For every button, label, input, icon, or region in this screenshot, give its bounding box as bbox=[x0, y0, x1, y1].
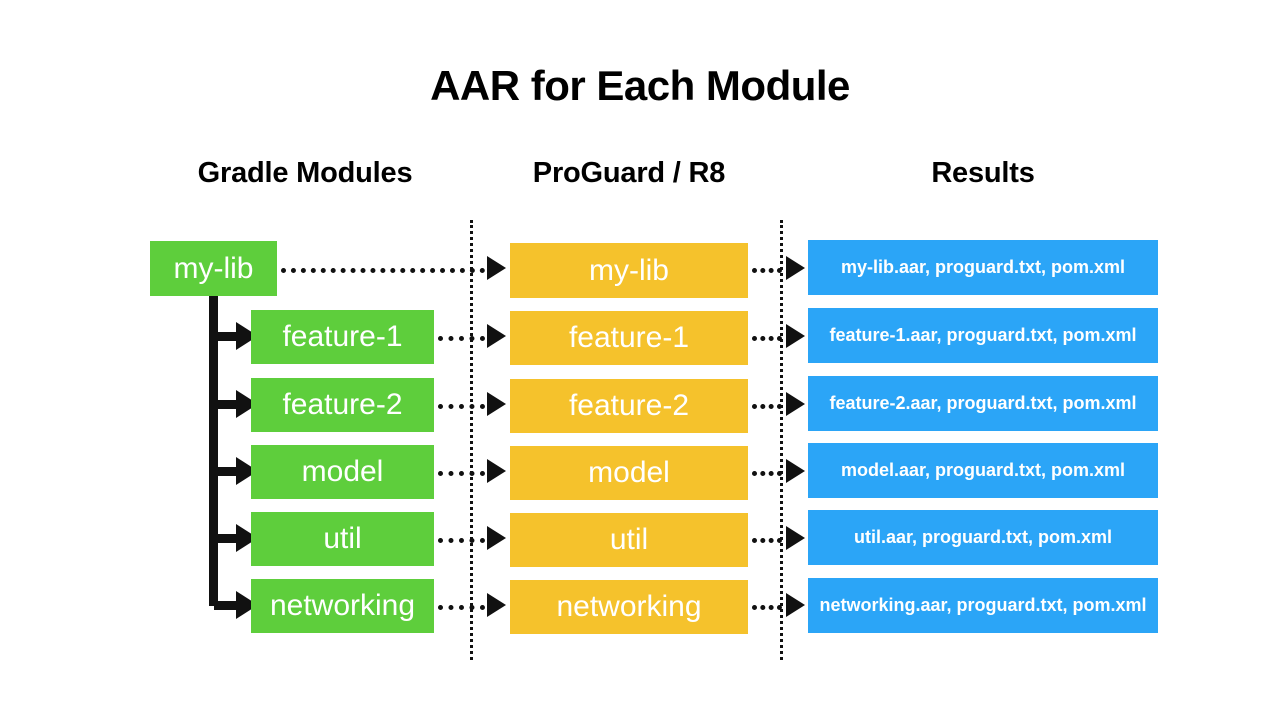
proguard-box-util[interactable]: util bbox=[510, 513, 748, 567]
proguard-box-my-lib[interactable]: my-lib bbox=[510, 243, 748, 298]
connector-arrowhead bbox=[487, 526, 506, 550]
connector-module-to-proguard bbox=[438, 605, 485, 610]
connector-module-to-proguard bbox=[281, 268, 485, 273]
connector-arrowhead bbox=[786, 256, 805, 280]
result-box-label: util.aar, proguard.txt, pom.xml bbox=[853, 527, 1113, 547]
module-box-model[interactable]: model bbox=[251, 445, 434, 499]
connector-arrowhead bbox=[786, 526, 805, 550]
tree-branch-arm bbox=[214, 332, 238, 341]
proguard-box-label: util bbox=[609, 523, 649, 556]
module-box-label: my-lib bbox=[173, 251, 254, 285]
page-title: AAR for Each Module bbox=[430, 62, 850, 109]
connector-proguard-to-result bbox=[752, 471, 782, 476]
connector-module-to-proguard bbox=[438, 538, 485, 543]
proguard-box-networking[interactable]: networking bbox=[510, 580, 748, 634]
connector-proguard-to-result bbox=[752, 268, 782, 273]
connector-arrowhead bbox=[786, 459, 805, 483]
connector-arrowhead bbox=[487, 256, 506, 280]
module-box-networking[interactable]: networking bbox=[251, 579, 434, 633]
connector-arrowhead bbox=[487, 459, 506, 483]
connector-arrowhead bbox=[786, 324, 805, 348]
column-header-gradle-modules: Gradle Modules bbox=[197, 157, 413, 189]
column-divider-left bbox=[470, 220, 473, 660]
proguard-box-label: networking bbox=[556, 590, 702, 623]
proguard-box-model[interactable]: model bbox=[510, 446, 748, 500]
proguard-box-feature-1[interactable]: feature-1 bbox=[510, 311, 748, 365]
result-box-util[interactable]: util.aar, proguard.txt, pom.xml bbox=[808, 510, 1158, 565]
column-divider-right bbox=[780, 220, 783, 660]
proguard-box-label: model bbox=[588, 456, 670, 489]
column-header-results: Results bbox=[931, 157, 1035, 189]
result-box-my-lib[interactable]: my-lib.aar, proguard.txt, pom.xml bbox=[808, 240, 1158, 295]
connector-proguard-to-result bbox=[752, 538, 782, 543]
proguard-box-label: feature-1 bbox=[568, 321, 690, 354]
connector-module-to-proguard bbox=[438, 336, 485, 341]
connector-arrowhead bbox=[487, 392, 506, 416]
result-box-label: feature-1.aar, proguard.txt, pom.xml bbox=[829, 325, 1137, 345]
module-box-label: feature-2 bbox=[282, 388, 403, 421]
connector-module-to-proguard bbox=[438, 404, 485, 409]
connector-arrowhead bbox=[487, 324, 506, 348]
module-box-label: feature-1 bbox=[282, 320, 403, 353]
column-header-proguard-r8: ProGuard / R8 bbox=[532, 157, 726, 189]
module-box-label: networking bbox=[269, 589, 416, 622]
tree-branch-arm bbox=[214, 467, 238, 476]
proguard-box-feature-2[interactable]: feature-2 bbox=[510, 379, 748, 433]
result-box-model[interactable]: model.aar, proguard.txt, pom.xml bbox=[808, 443, 1158, 498]
module-box-label: model bbox=[301, 455, 384, 488]
result-box-feature-1[interactable]: feature-1.aar, proguard.txt, pom.xml bbox=[808, 308, 1158, 363]
module-box-my-lib[interactable]: my-lib bbox=[150, 241, 277, 296]
module-box-feature-1[interactable]: feature-1 bbox=[251, 310, 434, 364]
module-box-feature-2[interactable]: feature-2 bbox=[251, 378, 434, 432]
tree-branch-arm bbox=[214, 601, 238, 610]
result-box-label: feature-2.aar, proguard.txt, pom.xml bbox=[829, 393, 1137, 413]
tree-branch-arm bbox=[214, 400, 238, 409]
proguard-box-label: my-lib bbox=[589, 253, 669, 287]
result-box-label: my-lib.aar, proguard.txt, pom.xml bbox=[840, 257, 1126, 277]
connector-proguard-to-result bbox=[752, 404, 782, 409]
result-box-label: networking.aar, proguard.txt, pom.xml bbox=[819, 595, 1147, 615]
result-box-label: model.aar, proguard.txt, pom.xml bbox=[840, 460, 1126, 480]
proguard-box-label: feature-2 bbox=[568, 389, 690, 422]
connector-arrowhead bbox=[786, 593, 805, 617]
module-tree-trunk bbox=[209, 295, 218, 606]
tree-branch-arm bbox=[214, 534, 238, 543]
connector-arrowhead bbox=[786, 392, 805, 416]
connector-proguard-to-result bbox=[752, 336, 782, 341]
module-box-label: util bbox=[323, 522, 362, 555]
result-box-networking[interactable]: networking.aar, proguard.txt, pom.xml bbox=[808, 578, 1158, 633]
module-box-util[interactable]: util bbox=[251, 512, 434, 566]
result-box-feature-2[interactable]: feature-2.aar, proguard.txt, pom.xml bbox=[808, 376, 1158, 431]
connector-proguard-to-result bbox=[752, 605, 782, 610]
connector-module-to-proguard bbox=[438, 471, 485, 476]
connector-arrowhead bbox=[487, 593, 506, 617]
